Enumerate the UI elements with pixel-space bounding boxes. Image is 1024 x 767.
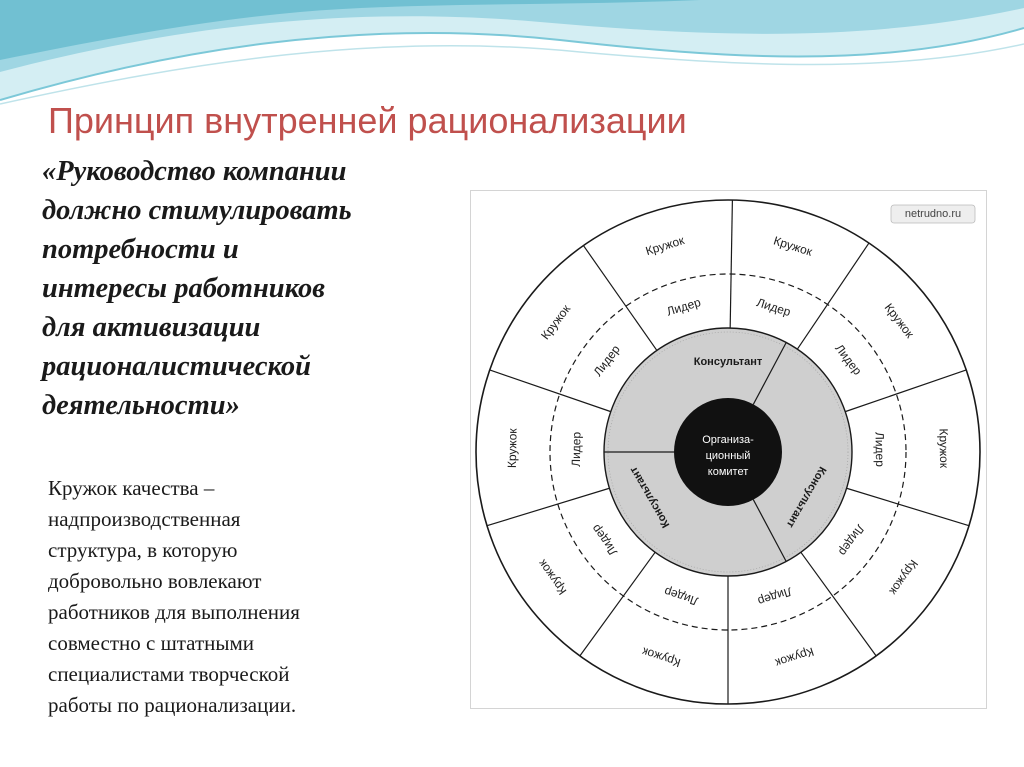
consultant-ring-texture — [607, 331, 849, 573]
definition-line: работников для выполнения — [48, 600, 300, 624]
quote-line: интересы работников — [42, 273, 325, 304]
segment-divider — [845, 369, 967, 413]
segment-divider — [800, 551, 877, 657]
definition-line: надпроизводственная — [48, 507, 241, 531]
quote-text: «Руководство компании должно стимулироват… — [42, 152, 482, 425]
consultant-label: Консультант — [694, 356, 763, 368]
center-label: комитет — [708, 466, 748, 478]
leader-label: Лидер — [569, 431, 584, 466]
organizing-committee-circle — [674, 398, 782, 506]
consultant-divider — [752, 342, 787, 405]
segment-divider — [729, 200, 733, 329]
quote-line: потребности и — [42, 234, 239, 265]
quote-line: должно стимулировать — [42, 195, 352, 226]
segment-divider — [486, 487, 610, 527]
definition-line: добровольно вовлекают — [48, 569, 262, 593]
quote-line: рационалистической — [42, 351, 312, 382]
definition-line: Кружок качества – — [48, 476, 215, 500]
leader-label: Лидер — [873, 432, 888, 467]
circle-label: Кружок — [505, 428, 520, 469]
watermark-text: netrudno.ru — [905, 208, 961, 220]
definition-text: Кружок качества – надпроизводственная стру… — [48, 473, 448, 721]
definition-line: структура, в которую — [48, 538, 238, 562]
definition-line: специалистами творческой — [48, 662, 290, 686]
segment-divider — [582, 245, 658, 351]
segment-divider — [796, 242, 870, 350]
slide-title: Принцип внутренней рационализации — [48, 100, 687, 141]
circle-label: Кружок — [936, 428, 951, 469]
consultant-divider — [752, 499, 787, 562]
dashed-circle — [549, 273, 907, 631]
watermark-badge — [890, 204, 976, 224]
segment-divider — [489, 369, 611, 413]
center-label: Организа- — [702, 434, 754, 446]
quote-line: деятельности» — [42, 390, 240, 421]
quote-line: «Руководство компании — [42, 156, 347, 187]
center-label: ционный — [706, 450, 751, 462]
definition-line: работы по рационализации. — [48, 693, 297, 717]
segment-divider — [846, 487, 970, 527]
quote-line: для активизации — [42, 312, 261, 343]
definition-line: совместно с штатными — [48, 631, 255, 655]
segment-divider — [579, 551, 656, 657]
decorative-wave-banner — [0, 0, 1024, 105]
